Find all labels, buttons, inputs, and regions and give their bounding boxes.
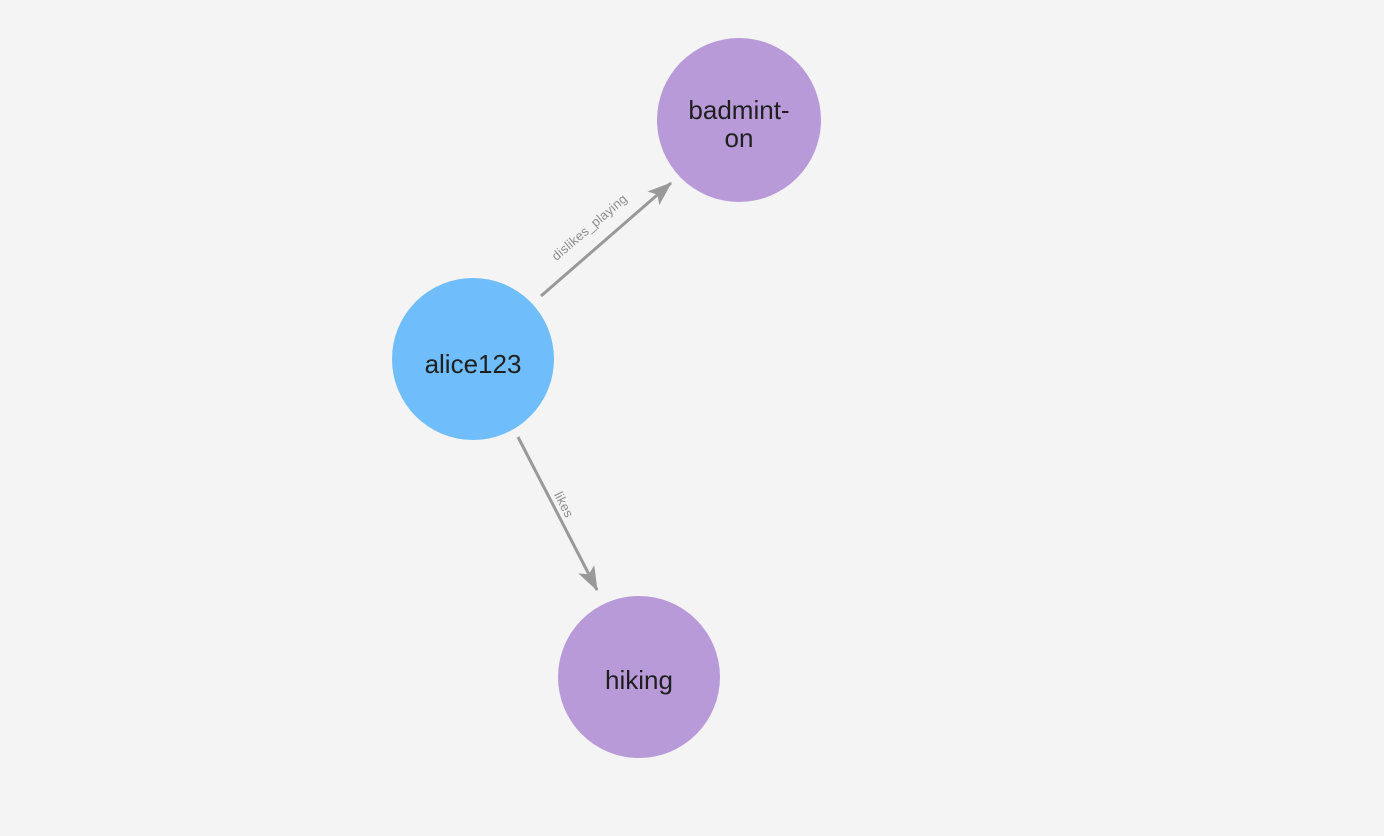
- node-circle-alice123[interactable]: [392, 278, 554, 440]
- edge-label-likes: likes: [551, 489, 577, 520]
- edge-dislikes-playing[interactable]: dislikes_playing: [540, 181, 672, 298]
- edge-likes[interactable]: likes: [516, 436, 599, 592]
- node-circle-badminton[interactable]: [657, 38, 821, 202]
- node-alice123[interactable]: alice123: [392, 278, 554, 440]
- node-hiking[interactable]: hiking: [558, 596, 720, 758]
- edge-line-dislikes-playing: [540, 181, 672, 298]
- node-circle-hiking[interactable]: [558, 596, 720, 758]
- node-badminton[interactable]: badmint- on: [657, 38, 821, 202]
- node-layer: badmint- on alice123 hiking: [392, 38, 821, 758]
- edge-line-likes: [516, 436, 599, 592]
